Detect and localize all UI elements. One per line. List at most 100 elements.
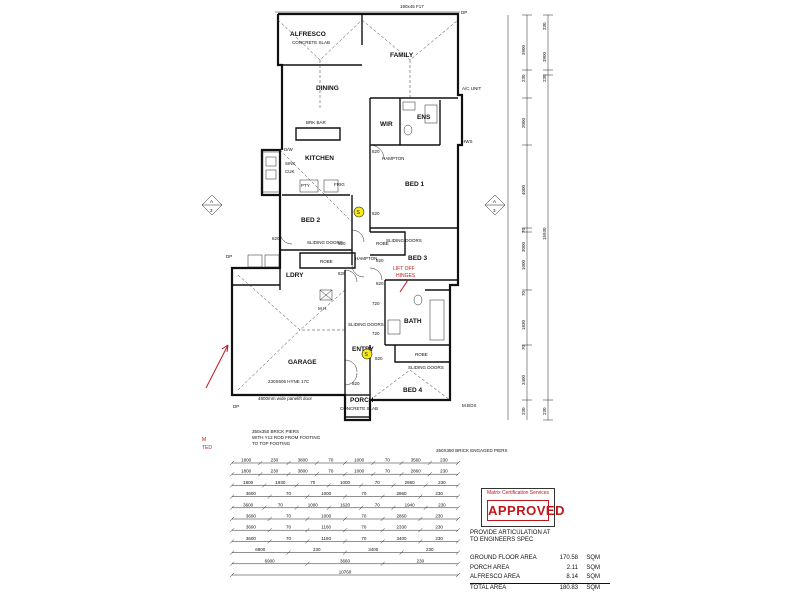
dimension-label: 70: [286, 514, 292, 519]
fixtures: [247, 101, 445, 341]
dimension-tick: [399, 472, 404, 477]
dimension-label: 70: [328, 458, 334, 463]
sliding-doors-4: SLIDING DOORS: [408, 365, 444, 370]
right-dimension-labels-inner: 3900 230 2000 4000 70 1000 3000 70 1830 …: [521, 44, 526, 415]
dimension-label: 230: [426, 547, 434, 552]
door-width: 720: [372, 331, 380, 336]
dimension-tick: [380, 494, 385, 499]
dimension-label: 1620: [340, 502, 351, 507]
dimension-label: 1000: [340, 480, 351, 485]
dimension-tick: [418, 528, 423, 533]
room-alfresco-note: CONCRETE SLAB: [292, 40, 330, 45]
dimension-tick: [314, 472, 319, 477]
room-bath: BATH: [404, 318, 422, 325]
dimension-tick: [286, 460, 291, 466]
dimension-tick: [423, 483, 428, 488]
dimension-tick: [455, 528, 461, 533]
dimension-tick: [342, 472, 348, 477]
dimension-tick: [286, 472, 291, 477]
right-dimension-labels-outer: 230 3900 230 15930 230: [542, 22, 547, 415]
dimension-tick: [455, 561, 461, 566]
dimension-label: 1930: [275, 480, 286, 485]
dimension-tick: [267, 516, 272, 522]
area-value: 2.11: [566, 564, 578, 571]
dimension-tick: [229, 550, 235, 555]
area-schedule: GROUND FLOOR AREA 170.58 SQM PORCH AREA …: [470, 554, 610, 593]
dimension-tick: [455, 460, 461, 466]
dim-label: 70: [521, 344, 526, 350]
dimension-label: 70: [328, 469, 334, 474]
dw-label: D/W: [284, 147, 294, 152]
robe-label-2: ROBE: [376, 241, 389, 246]
yellow-markers: S S: [353, 206, 373, 360]
dimension-tick: [326, 483, 332, 488]
dimension-tick: [305, 528, 310, 533]
dimension-label: 70: [310, 480, 316, 485]
area-label: TOTAL AREA: [470, 584, 507, 591]
area-label: PORCH AREA: [470, 564, 510, 571]
dimension-tick: [267, 528, 272, 533]
dimension-label: 1800: [243, 480, 254, 485]
dimension-tick: [305, 516, 310, 522]
dim-label: 1000: [521, 259, 526, 270]
dimension-label: 3600: [246, 536, 257, 541]
dimension-tick: [358, 505, 364, 510]
approved-stamp: Matrix Certification Services APPROVED: [481, 488, 564, 527]
dimension-label: 3800: [298, 458, 309, 463]
dimension-tick: [380, 539, 385, 544]
dimension-label: 1800: [241, 469, 252, 474]
m-ted-2: TED: [202, 445, 212, 451]
porch-slab: [344, 394, 371, 418]
dimension-label: 230: [435, 525, 443, 530]
dimension-tick: [455, 539, 461, 544]
dimension-label: 2860: [411, 469, 422, 474]
dimension-label: 3600: [246, 491, 257, 496]
dimension-tick: [229, 561, 235, 566]
dimension-tick: [294, 505, 299, 510]
articulation-note: PROVIDE ARTICULATION AT TO ENGINEERS SPE…: [470, 530, 550, 544]
area-value: 180.83: [559, 584, 578, 591]
dimension-tick: [294, 483, 299, 488]
dimension-label: 70: [286, 536, 292, 541]
dim-label: 230: [542, 74, 547, 82]
dimension-label: 70: [286, 525, 292, 530]
note-line-2: TO ENGINEERS SPEC: [470, 537, 534, 543]
dimension-label: 70: [278, 502, 284, 507]
ac-unit-label: A/C UNIT: [462, 86, 482, 91]
room-alfresco: ALFRESCO: [290, 31, 326, 38]
dimension-tick: [455, 494, 461, 499]
dimension-label: 230: [438, 502, 446, 507]
dimension-tick: [418, 516, 423, 522]
area-row-total: TOTAL AREA 180.83 SQM: [470, 582, 610, 594]
sliding-doors-2: SLIDING DOORS: [386, 238, 422, 243]
dimension-tick: [267, 494, 272, 499]
room-mh: M.H.: [318, 306, 328, 311]
dimension-label: 1940: [405, 502, 416, 507]
area-unit: SQM: [586, 584, 600, 591]
outer-walls: [230, 11, 464, 422]
area-unit: SQM: [586, 564, 600, 571]
beam-top-label: 190x45 F17: [400, 4, 424, 9]
dimension-label: 230: [435, 491, 443, 496]
dimension-label: 70: [385, 458, 391, 463]
dimension-tick: [229, 460, 235, 466]
room-dining: DINING: [316, 85, 339, 92]
dimension-tick: [455, 550, 461, 555]
room-kitchen: KITCHEN: [305, 155, 334, 162]
room-porch: PORCH: [350, 397, 374, 404]
door-width: 820: [338, 271, 346, 276]
dimension-tick: [342, 550, 348, 555]
dp-label-bottom: DP: [233, 404, 239, 409]
dimension-label: 2330: [396, 525, 407, 530]
dimension-label: 3600: [246, 525, 257, 530]
dimension-tick: [371, 472, 376, 477]
dimension-tick: [455, 572, 461, 578]
brick-piers-2: WITH Y12 ROD FROM FOOTING: [252, 435, 321, 440]
m-ted-1: M: [202, 437, 206, 443]
dimension-tick: [342, 528, 348, 533]
red-arrows: [205, 279, 409, 389]
dim-label: 230: [542, 407, 547, 415]
dim-label: 3400: [521, 374, 526, 385]
dimension-label: 70: [361, 536, 367, 541]
